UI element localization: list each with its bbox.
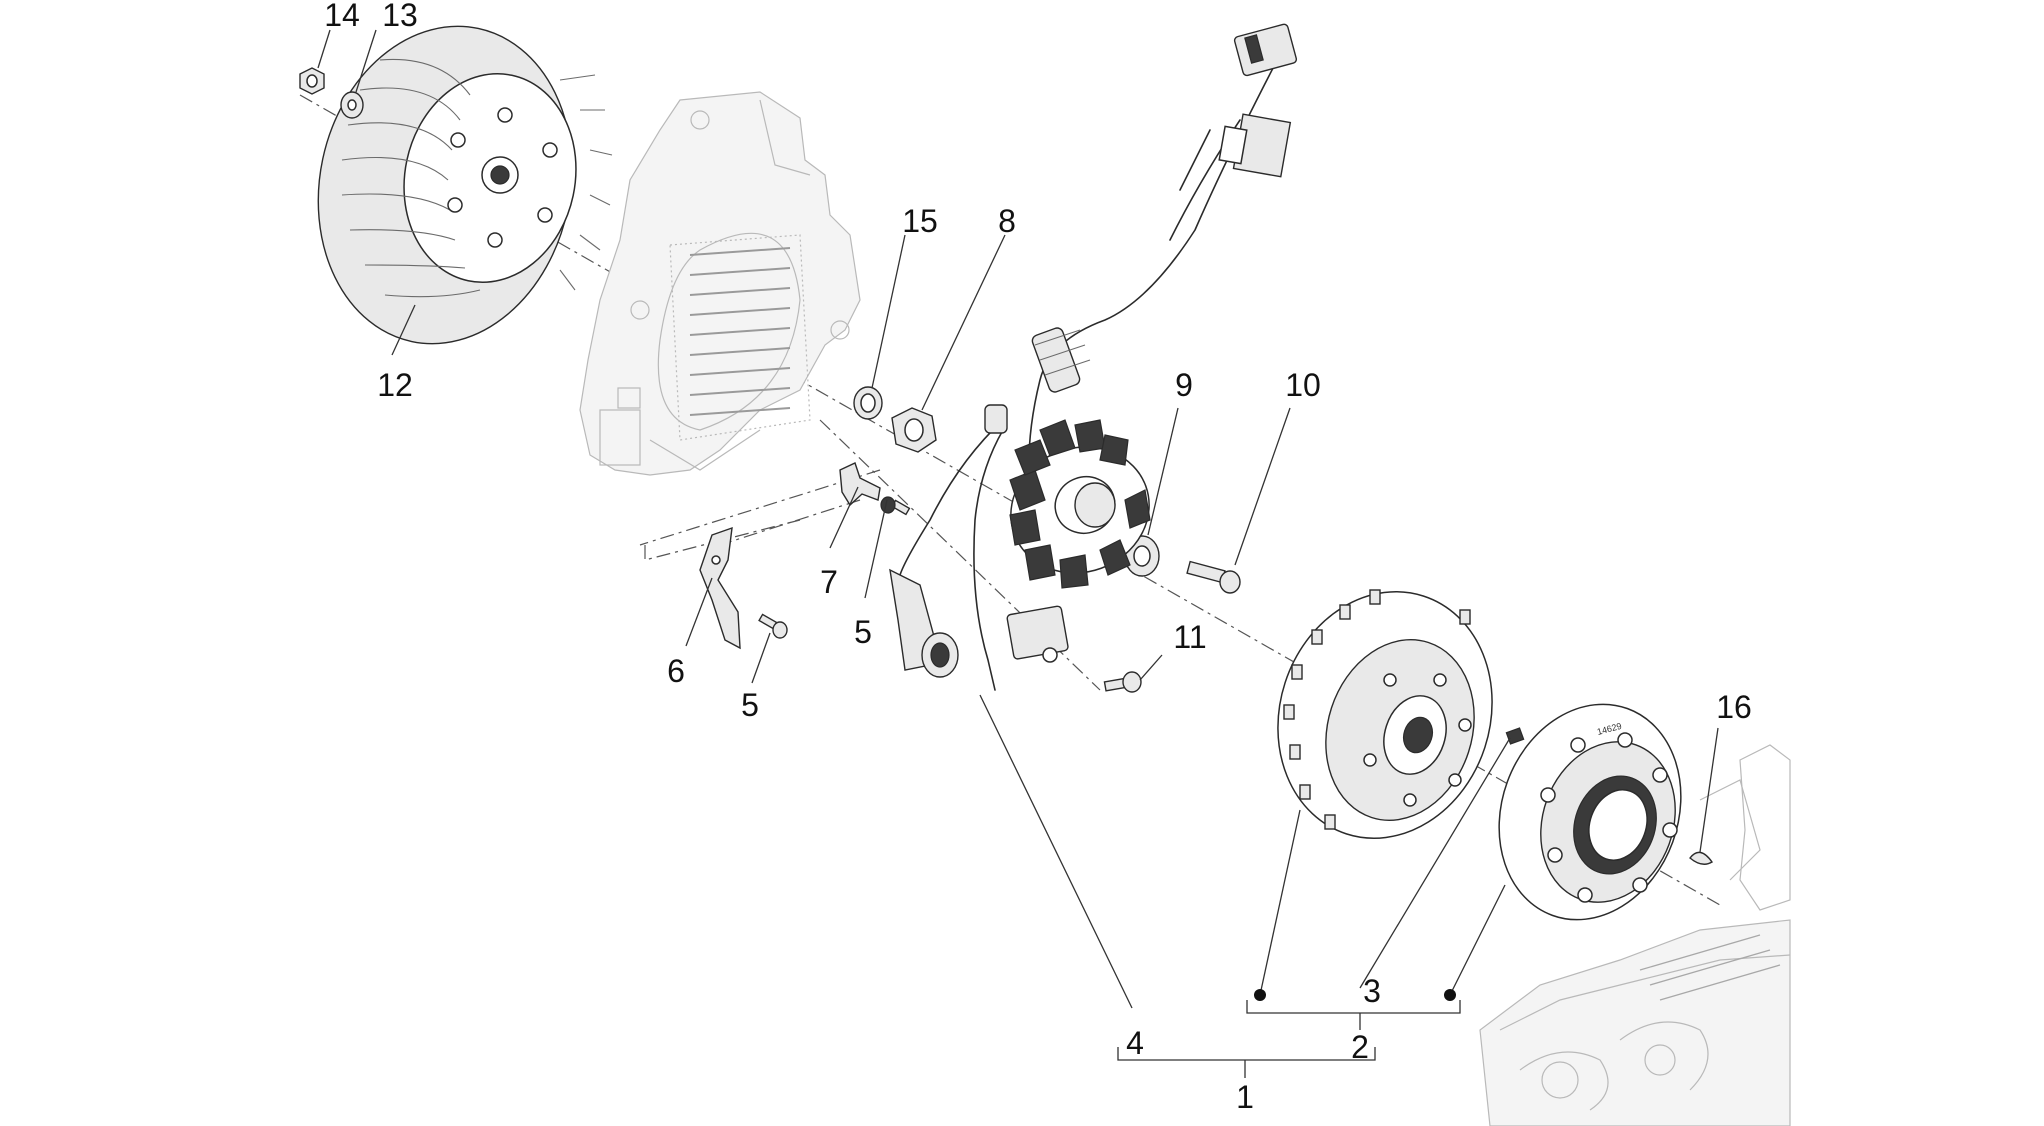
callout-13: 13: [382, 0, 418, 33]
flywheel-rotor: [1277, 589, 1493, 839]
stator-coils: [1009, 419, 1151, 589]
callout-3: 3: [1363, 973, 1381, 1009]
callout-labels: 14 13 12 15 8 9 10 7 5 6 5 11 16 3 2 4 1: [324, 0, 1752, 1115]
woodruff-key: [1505, 727, 1525, 745]
pickup-coil: [889, 568, 1069, 678]
callout-15: 15: [902, 203, 938, 239]
stator-bolt: [1186, 560, 1241, 594]
oil-seal: [853, 386, 883, 420]
callout-8: 8: [998, 203, 1016, 239]
screw-c: [1103, 671, 1142, 693]
flange-nut: [299, 67, 325, 95]
crankcase-cover: [579, 91, 861, 476]
cable-bracket: [839, 462, 881, 507]
grommet: [1031, 327, 1091, 393]
cylinder-head: [1479, 744, 1791, 1126]
cooling-fan: [317, 25, 613, 345]
callout-5-lower: 5: [741, 687, 759, 723]
callout-9: 9: [1175, 367, 1193, 403]
screw-b: [758, 613, 788, 639]
freewheel-ring: 14629: [1498, 703, 1682, 921]
callout-16: 16: [1716, 689, 1752, 725]
stator: [889, 23, 1298, 691]
cable-clip: [984, 404, 1008, 434]
callout-6: 6: [667, 653, 685, 689]
callout-12: 12: [377, 367, 413, 403]
connector-block-lower: [1218, 113, 1292, 178]
callout-7: 7: [820, 564, 838, 600]
bullet-dot: [1444, 989, 1456, 1001]
leader-lines: [317, 29, 1719, 1078]
callout-11: 11: [1173, 619, 1206, 655]
callout-10: 10: [1285, 367, 1321, 403]
pickup-plate: [699, 526, 741, 650]
callout-2: 2: [1351, 1029, 1369, 1065]
callout-5-upper: 5: [854, 614, 872, 650]
callout-14: 14: [324, 0, 360, 33]
callout-1: 1: [1236, 1079, 1254, 1115]
connector-block-upper: [1233, 23, 1298, 77]
bullet-dot: [1254, 989, 1266, 1001]
hex-nut: [891, 407, 937, 453]
washer-small: [340, 91, 364, 119]
callout-4: 4: [1126, 1025, 1144, 1061]
half-moon-key: [1689, 851, 1714, 865]
